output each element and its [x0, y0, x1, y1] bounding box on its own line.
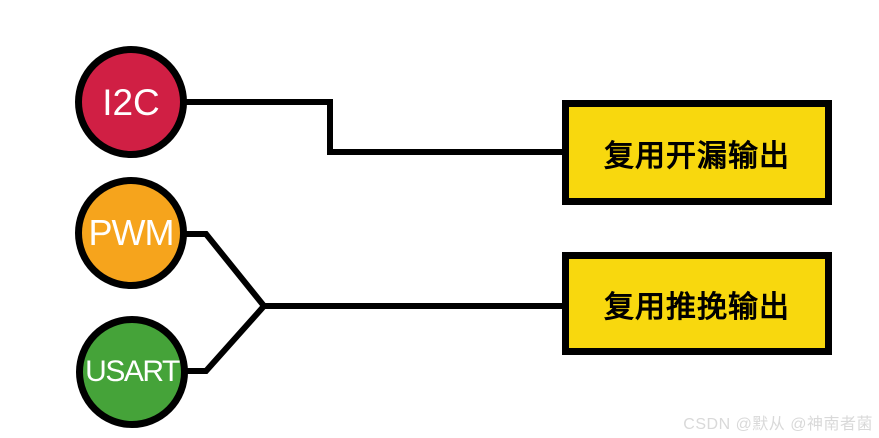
i2c-node: I2C	[75, 46, 187, 158]
pwm-node: PWM	[75, 177, 187, 289]
i2c-to-open-drain-connector	[186, 99, 562, 155]
pwm-node-label: PWM	[88, 212, 175, 253]
i2c-node-label: I2C	[102, 81, 160, 123]
pwm-to-junction-connector	[186, 231, 267, 308]
usart-node-label: USART	[85, 355, 180, 388]
push-pull-output-label: 复用推挽输出	[604, 290, 790, 324]
usart-to-junction-connector	[186, 304, 267, 374]
open-drain-output-label: 复用开漏输出	[604, 139, 790, 173]
usart-node: USART	[76, 316, 188, 428]
push-pull-output-box: 复用推挽输出	[562, 252, 832, 355]
csdn-watermark: CSDN @默从 @神南者菌	[683, 416, 873, 433]
open-drain-output-box: 复用开漏输出	[562, 100, 832, 205]
